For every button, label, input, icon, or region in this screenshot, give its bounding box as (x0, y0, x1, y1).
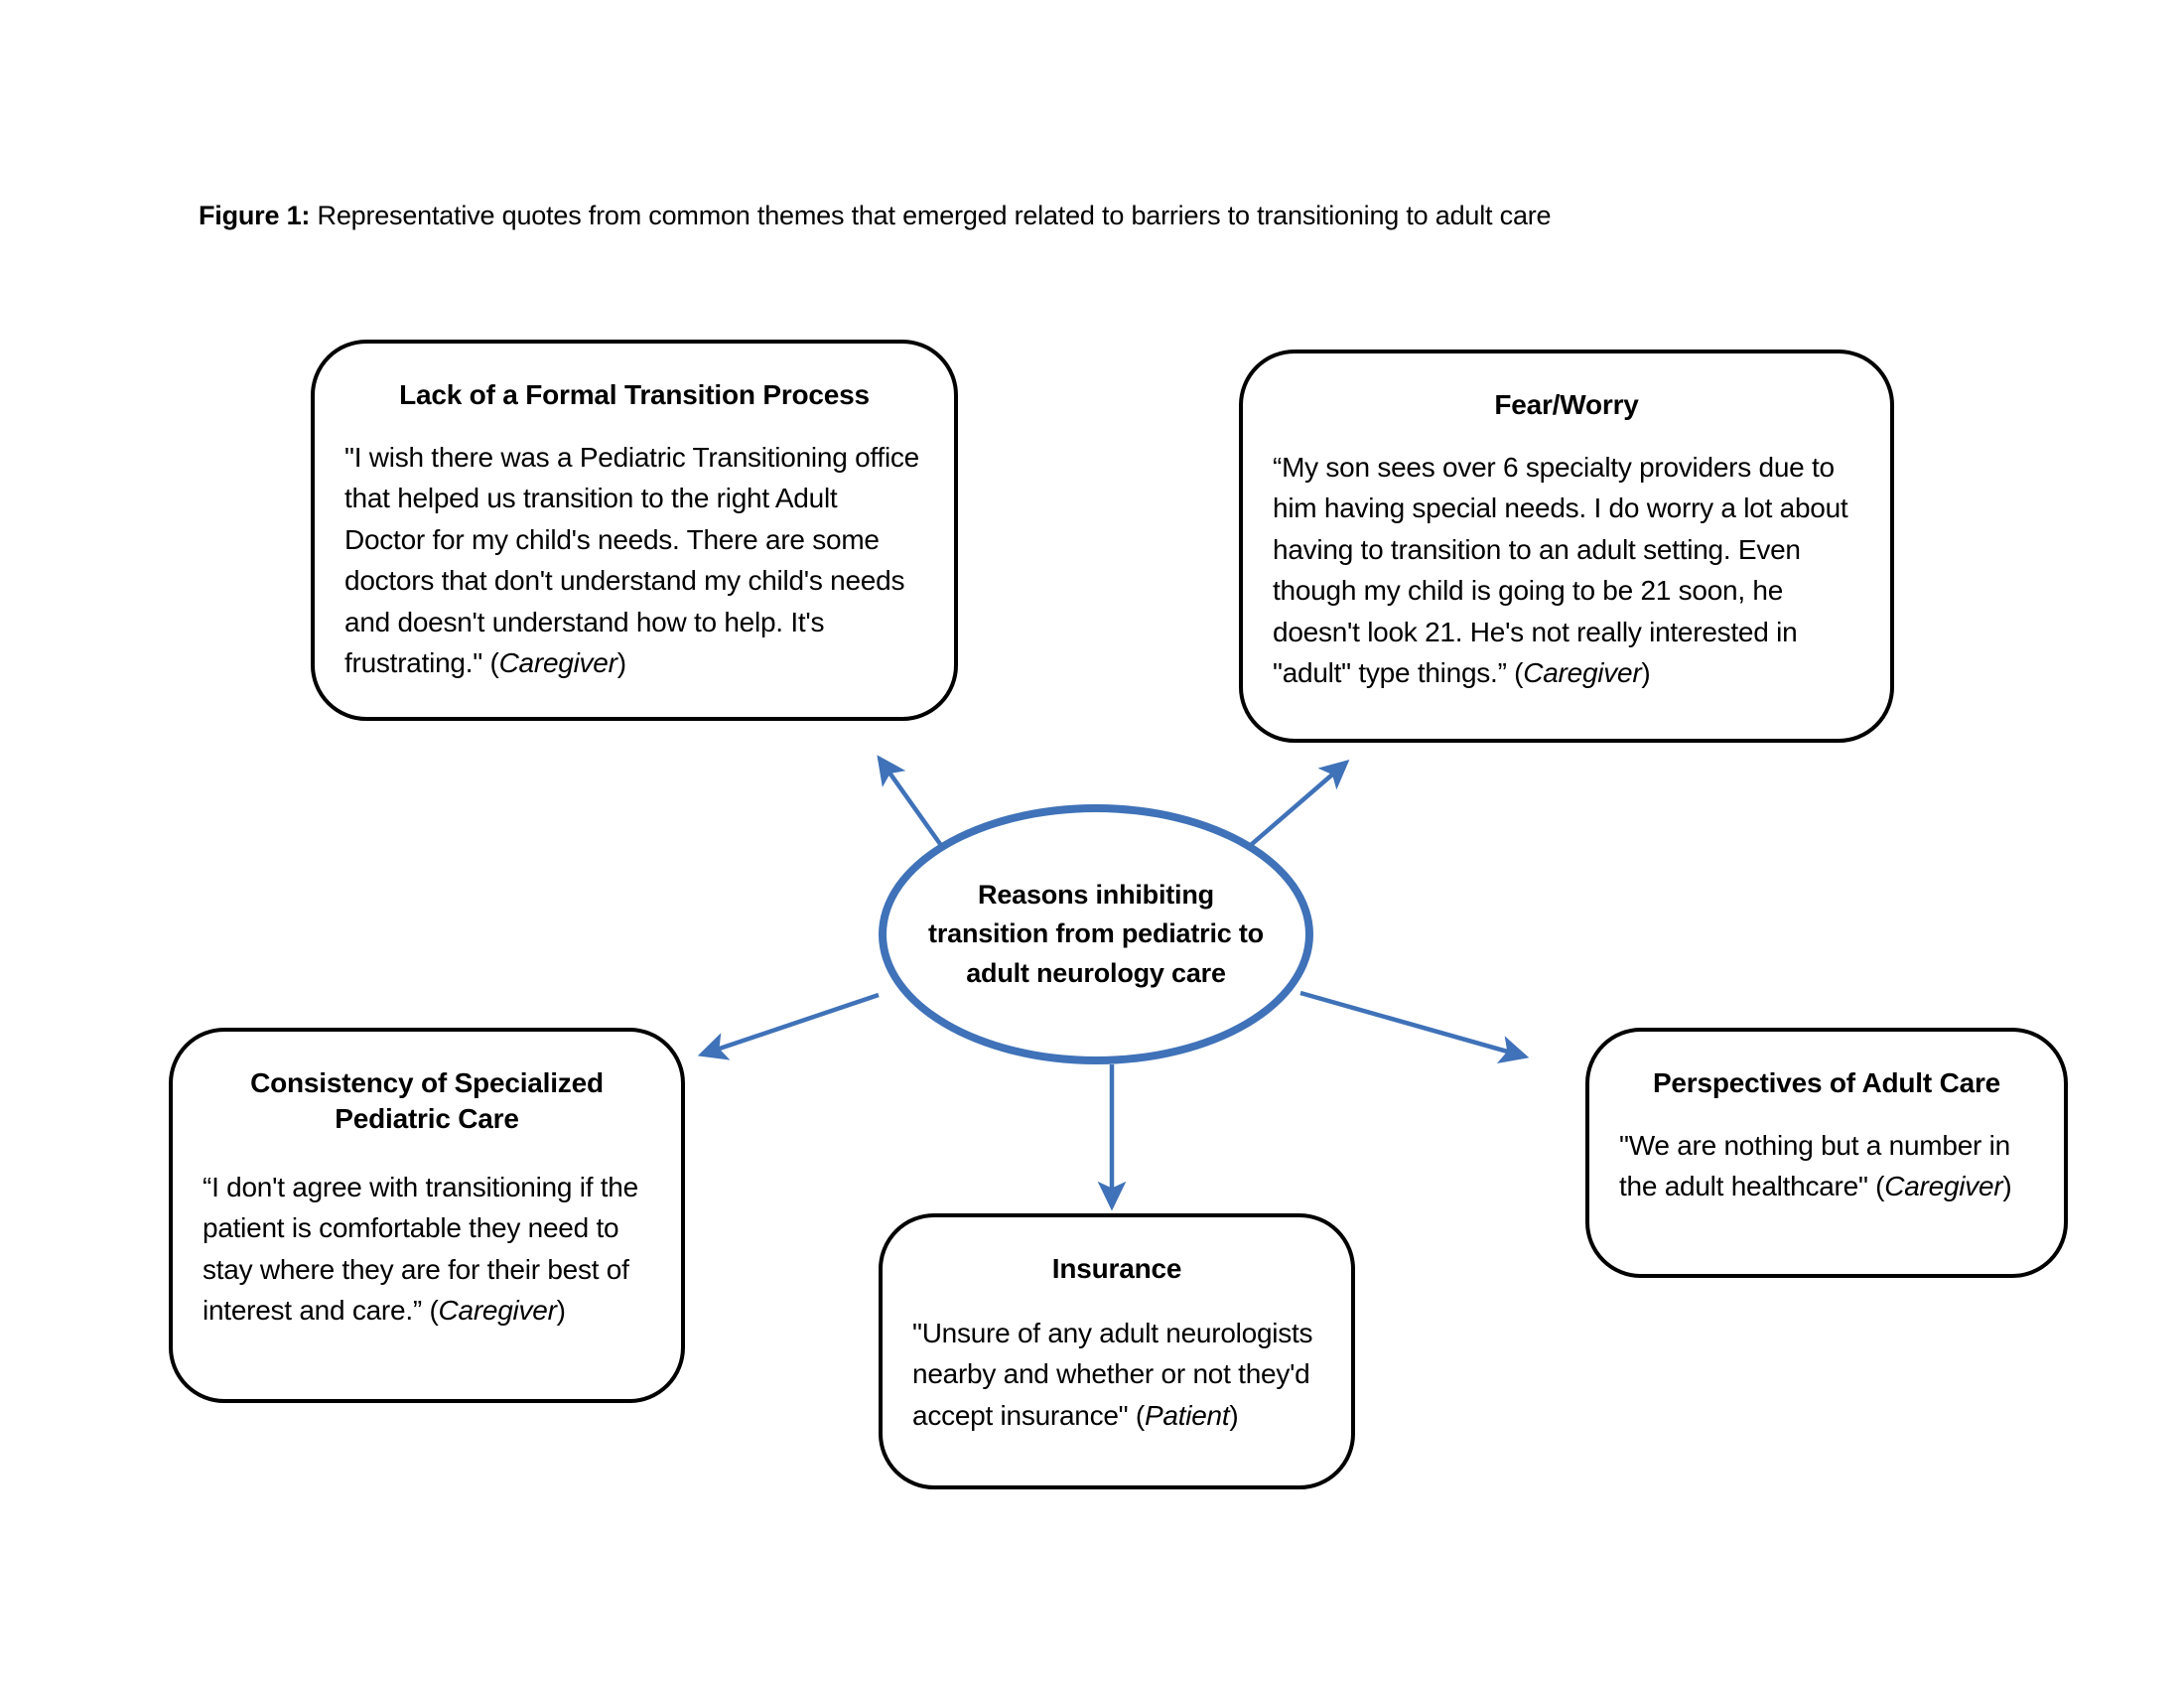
quote-text: "We are nothing but a number in the adul… (1619, 1129, 2010, 1202)
theme-title: Insurance (1051, 1253, 1182, 1284)
theme-box-insurance: Insurance "Unsure of any adult neurologi… (879, 1213, 1355, 1489)
theme-title: Consistency of Specialized Pediatric Car… (250, 1067, 604, 1134)
quote-attribution: Patient (1144, 1399, 1230, 1431)
figure-caption-text: Representative quotes from common themes… (310, 201, 1552, 230)
theme-quote: “My son sees over 6 specialty providers … (1273, 447, 1860, 694)
quote-text: "I wish there was a Pediatric Transition… (344, 441, 919, 679)
arrow-to-perspectives-of-adult-care (1299, 990, 1530, 1063)
quote-text: "Unsure of any adult neurologists nearby… (912, 1317, 1313, 1431)
central-concept-ellipse: Reasons inhibiting transition from pedia… (879, 804, 1313, 1064)
arrow-to-fear-worry (1242, 760, 1350, 853)
theme-box-lack-of-formal-transition-process: Lack of a Formal Transition Process "I w… (311, 340, 958, 721)
quote-attribution: Caregiver (1523, 657, 1642, 689)
central-concept-text: Reasons inhibiting transition from pedia… (928, 880, 1264, 988)
arrow-to-lack-of-formal-transition-process (877, 755, 947, 853)
theme-box-perspectives-of-adult-care: Perspectives of Adult Care "We are nothi… (1585, 1028, 2068, 1278)
theme-title: Fear/Worry (1494, 389, 1639, 420)
arrow-to-consistency-of-specialized-pediatric-care (697, 992, 880, 1060)
quote-attribution: Caregiver (1884, 1171, 2003, 1202)
quote-text: “I don't agree with transitioning if the… (203, 1171, 638, 1326)
figure-caption: Figure 1: Representative quotes from com… (199, 199, 1886, 233)
figure-label: Figure 1: (199, 201, 311, 230)
theme-box-consistency-of-specialized-pediatric-care: Consistency of Specialized Pediatric Car… (169, 1028, 685, 1403)
quote-attribution: Caregiver (438, 1294, 557, 1326)
quote-tail: ) (556, 1294, 566, 1326)
quote-tail: ) (616, 647, 626, 679)
theme-quote: "We are nothing but a number in the adul… (1619, 1125, 2034, 1207)
quote-tail: ) (2002, 1171, 2012, 1202)
theme-title: Perspectives of Adult Care (1652, 1067, 2001, 1098)
theme-quote: "Unsure of any adult neurologists nearby… (912, 1313, 1321, 1436)
quote-tail: ) (1641, 657, 1651, 689)
quote-text: “My son sees over 6 specialty providers … (1273, 451, 1848, 689)
quote-attribution: Caregiver (498, 647, 617, 679)
theme-title: Lack of a Formal Transition Process (399, 379, 870, 410)
theme-quote: “I don't agree with transitioning if the… (203, 1167, 651, 1332)
theme-quote: "I wish there was a Pediatric Transition… (344, 437, 924, 684)
quote-tail: ) (1229, 1399, 1239, 1431)
theme-box-fear-worry: Fear/Worry “My son sees over 6 specialty… (1239, 350, 1894, 743)
